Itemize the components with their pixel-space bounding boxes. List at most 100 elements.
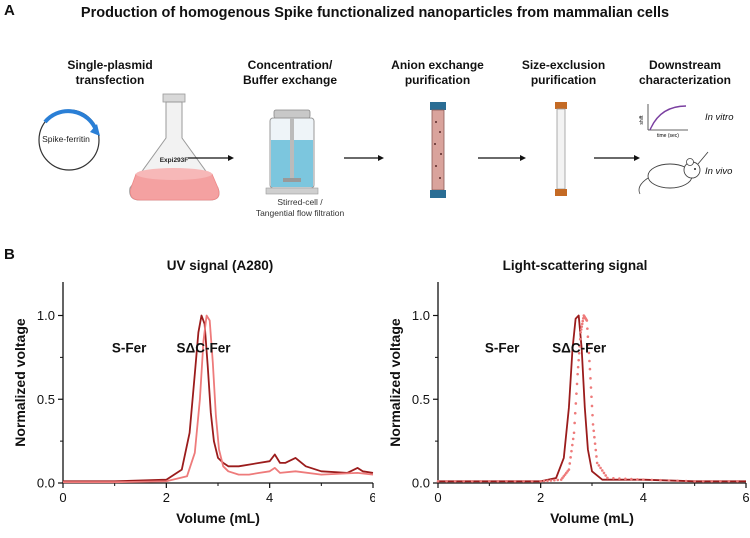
annotation-sdc-fer: SΔC-Fer (177, 340, 232, 355)
anion-exchange-column-icon (430, 102, 446, 198)
data-point (602, 471, 606, 475)
data-point (470, 480, 474, 483)
data-point (571, 437, 575, 441)
step-label-transfection: Single-plasmid transfection (67, 58, 153, 87)
data-point (630, 477, 633, 481)
data-point (568, 462, 572, 465)
flask-label: Expi293F (160, 157, 189, 164)
chart-title-uv: UV signal (A280) (166, 258, 274, 273)
data-point (587, 343, 590, 347)
step-label-concentration: Concentration/ Buffer exchange (242, 58, 338, 87)
data-point (736, 480, 739, 483)
flask-icon (129, 93, 220, 201)
data-point (591, 413, 594, 417)
data-point (600, 469, 604, 472)
data-point (571, 443, 574, 447)
x-axis-label: Volume (mL) (550, 510, 634, 526)
x-tick-label: 6 (742, 490, 749, 505)
data-point (578, 344, 581, 348)
series-line-s-fer (438, 314, 746, 483)
series-sdc-fer (436, 314, 739, 483)
data-point (436, 480, 440, 483)
data-point (580, 325, 584, 328)
data-point (597, 464, 601, 467)
panel-letter-a: A (4, 2, 15, 19)
data-point (542, 479, 546, 483)
panel-a-title: Production of homogenous Spike functiona… (80, 5, 670, 21)
data-point (579, 330, 583, 334)
data-point (488, 480, 491, 483)
data-point (594, 448, 598, 452)
plasmid-icon (38, 109, 100, 171)
data-point (650, 478, 654, 482)
x-tick-label: 4 (640, 490, 647, 505)
x-tick-label: 0 (434, 490, 441, 505)
data-point (701, 480, 705, 483)
data-point (573, 421, 576, 425)
data-point (604, 474, 607, 477)
data-point (599, 466, 602, 470)
workflow-illustration: Spike-ferritin Expi293F (38, 93, 709, 201)
step-label-size-exclusion: Size-exclusion purification (521, 58, 606, 87)
data-point (591, 423, 595, 426)
y-tick-label: 0.5 (412, 392, 430, 407)
data-point (595, 461, 599, 465)
data-point (513, 480, 517, 483)
data-point (569, 456, 572, 459)
data-point (585, 319, 589, 322)
data-point (575, 392, 578, 395)
annotation-s-fer: S-Fer (112, 340, 147, 355)
data-point (588, 359, 591, 363)
data-point (676, 479, 679, 483)
in-vitro-label: In vitro (705, 112, 734, 123)
data-point (593, 442, 597, 445)
data-point (587, 351, 591, 355)
chart-title-light-scattering: Light-scattering signal (502, 258, 648, 273)
kinetics-plot-icon (647, 104, 688, 131)
data-point (727, 480, 731, 483)
data-point (577, 351, 581, 355)
data-point (590, 404, 594, 408)
data-point (612, 476, 615, 480)
data-point (589, 377, 592, 380)
data-point (586, 335, 590, 339)
data-point (693, 480, 696, 483)
data-point (580, 322, 584, 326)
data-point (578, 337, 582, 341)
data-point (539, 480, 542, 483)
data-point (586, 327, 589, 330)
data-point (618, 477, 621, 480)
x-tick-label: 4 (266, 490, 273, 505)
x-tick-label: 2 (163, 490, 170, 505)
mini-plot-xlabel: time (sec) (657, 133, 679, 139)
data-point (530, 480, 534, 483)
y-tick-label: 0.5 (37, 392, 55, 407)
data-point (570, 449, 573, 453)
data-point (710, 480, 714, 483)
data-point (581, 319, 585, 323)
data-point (496, 480, 500, 483)
data-point (505, 480, 508, 483)
data-point (445, 480, 448, 483)
data-point (590, 395, 593, 399)
data-point (577, 358, 580, 362)
data-point (592, 429, 596, 433)
data-point (593, 435, 596, 439)
y-tick-label: 1.0 (412, 308, 430, 323)
step-label-anion-exchange: Anion exchange purification (391, 58, 484, 87)
data-point (624, 477, 627, 481)
x-axis-label: Volume (mL) (176, 510, 260, 526)
y-axis-label: Normalized voltage (387, 318, 403, 447)
stirred-cell-note: Stirred-cell / Tangential flow filtratio… (255, 197, 345, 218)
data-point (546, 479, 549, 483)
data-point (574, 402, 578, 405)
data-point (636, 478, 639, 481)
data-point (479, 480, 483, 483)
data-point (572, 431, 576, 435)
data-point (576, 372, 579, 376)
data-point (684, 479, 688, 483)
x-tick-label: 2 (537, 490, 544, 505)
data-point (642, 478, 645, 481)
mouse-icon (638, 151, 709, 195)
